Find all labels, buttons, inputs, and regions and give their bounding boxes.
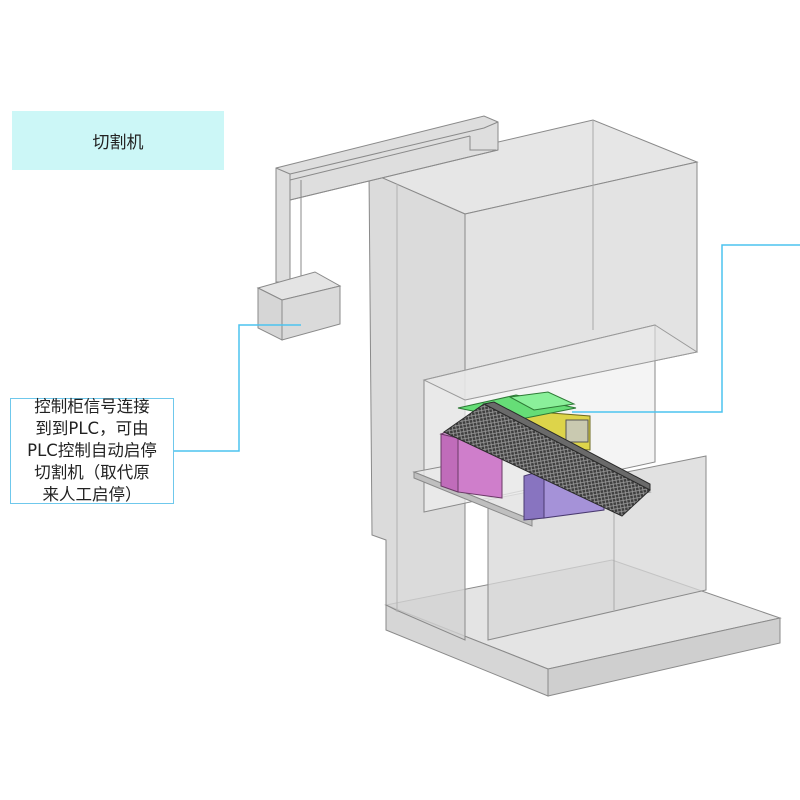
callout-box: 控制柜信号连接 到到PLC，可由 PLC控制自动启停 切割机（取代原 来人工启停… xyxy=(10,397,174,504)
title-label-box: 切割机 xyxy=(12,111,224,170)
mesh-conveyor xyxy=(443,401,651,517)
callout-line-5: 来人工启停） xyxy=(42,485,142,504)
control-box xyxy=(256,271,342,341)
callout-line-4: 切割机（取代原 xyxy=(34,463,150,482)
callout-line-1: 控制柜信号连接 xyxy=(34,397,150,416)
duct xyxy=(275,115,499,283)
callout-line-2: 到到PLC，可由 xyxy=(35,419,149,438)
leader-line-control xyxy=(174,324,301,452)
leader-lines xyxy=(174,244,800,452)
title-label: 切割机 xyxy=(92,133,144,153)
callout-line-3: PLC控制自动启停 xyxy=(27,441,157,460)
leader-line-right xyxy=(572,244,800,413)
